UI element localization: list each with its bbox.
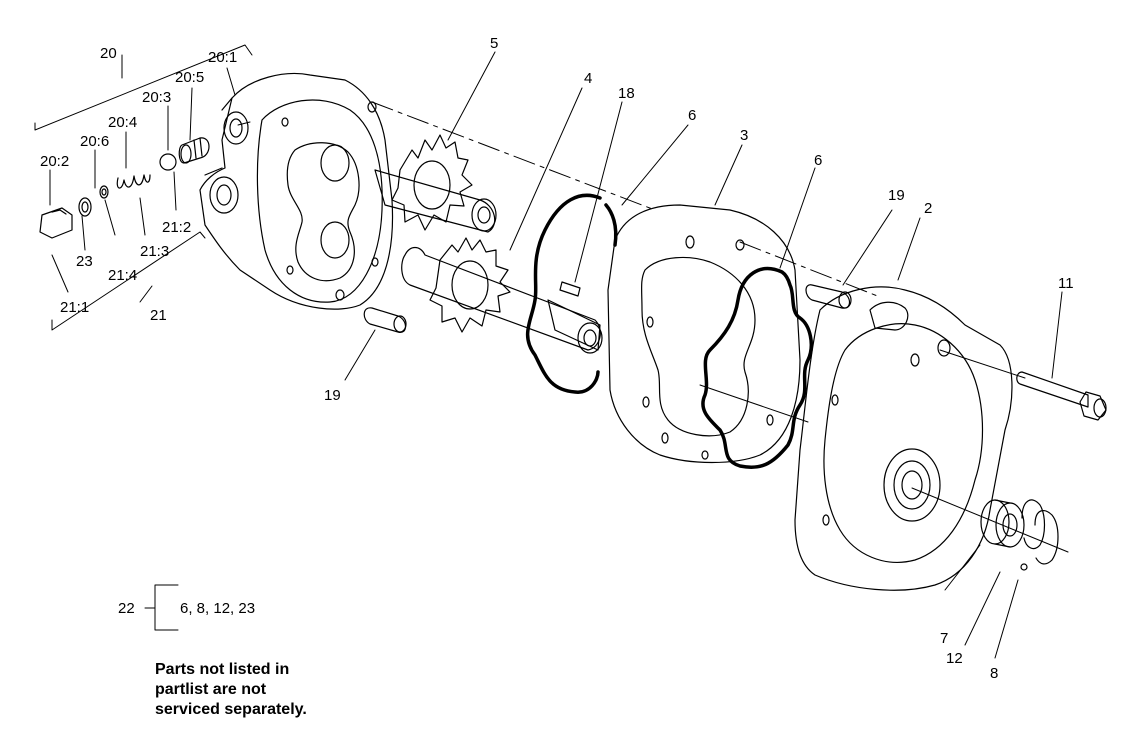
driven-gear-4 xyxy=(401,237,603,354)
callout-20-1: 20:1 xyxy=(208,49,237,66)
callout-3: 3 xyxy=(740,127,748,144)
service-note-line-2: partlist are not xyxy=(155,681,267,698)
callout-5: 5 xyxy=(490,35,498,52)
callout-6-right: 6 xyxy=(814,152,822,169)
callout-21-3: 21:3 xyxy=(140,243,169,260)
callout-labels: 20 20:1 20:5 20:3 20:4 20:6 20:2 23 21:2… xyxy=(40,35,1074,682)
kit-contents: 6, 8, 12, 23 xyxy=(180,600,255,617)
callout-20-6: 20:6 xyxy=(80,133,109,150)
callout-21-1: 21:1 xyxy=(60,299,89,316)
leader-lines xyxy=(34,44,1063,659)
washer-12 xyxy=(1021,499,1046,550)
retaining-ring-8 xyxy=(1020,510,1059,571)
callout-20-2: 20:2 xyxy=(40,153,69,170)
rear-cover-2 xyxy=(794,286,1013,591)
callout-20-4: 20:4 xyxy=(108,114,137,131)
callout-19-lower: 19 xyxy=(324,387,341,404)
callout-20-3: 20:3 xyxy=(142,89,171,106)
o-rings-6 xyxy=(525,193,813,469)
kit-number-22: 22 xyxy=(118,600,135,617)
assembly-axis-lines xyxy=(371,101,881,298)
relief-valve-parts xyxy=(39,137,210,239)
callout-12: 12 xyxy=(946,650,963,667)
pump-body-3 xyxy=(607,204,801,464)
service-note-line-3: serviced separately. xyxy=(155,701,307,718)
callout-2: 2 xyxy=(924,200,932,217)
callout-21-2: 21:2 xyxy=(162,219,191,236)
drive-gear-5 xyxy=(374,134,497,233)
callout-11: 11 xyxy=(1058,275,1074,292)
callout-7: 7 xyxy=(940,630,948,647)
callout-6-center: 6 xyxy=(688,107,696,124)
callout-19-upper: 19 xyxy=(888,187,905,204)
callout-23: 23 xyxy=(76,253,93,270)
callout-21: 21 xyxy=(150,307,167,324)
callout-20-5: 20:5 xyxy=(175,69,204,86)
callout-20: 20 xyxy=(100,45,117,62)
callout-21-4: 21:4 xyxy=(108,267,137,284)
dowel-pin-19-upper xyxy=(805,284,852,309)
callout-8: 8 xyxy=(990,665,998,682)
front-housing xyxy=(199,72,394,310)
dowel-pin-19-lower xyxy=(363,307,407,333)
shaft-seal-7 xyxy=(980,499,1025,548)
callout-4: 4 xyxy=(584,70,592,87)
bolt-11 xyxy=(1016,371,1107,421)
callout-18: 18 xyxy=(618,85,635,102)
service-note: Parts not listed in partlist are not ser… xyxy=(155,660,307,720)
axis-solid-lines xyxy=(237,121,1069,553)
service-note-line-1: Parts not listed in xyxy=(155,661,290,678)
key-18 xyxy=(559,281,581,297)
